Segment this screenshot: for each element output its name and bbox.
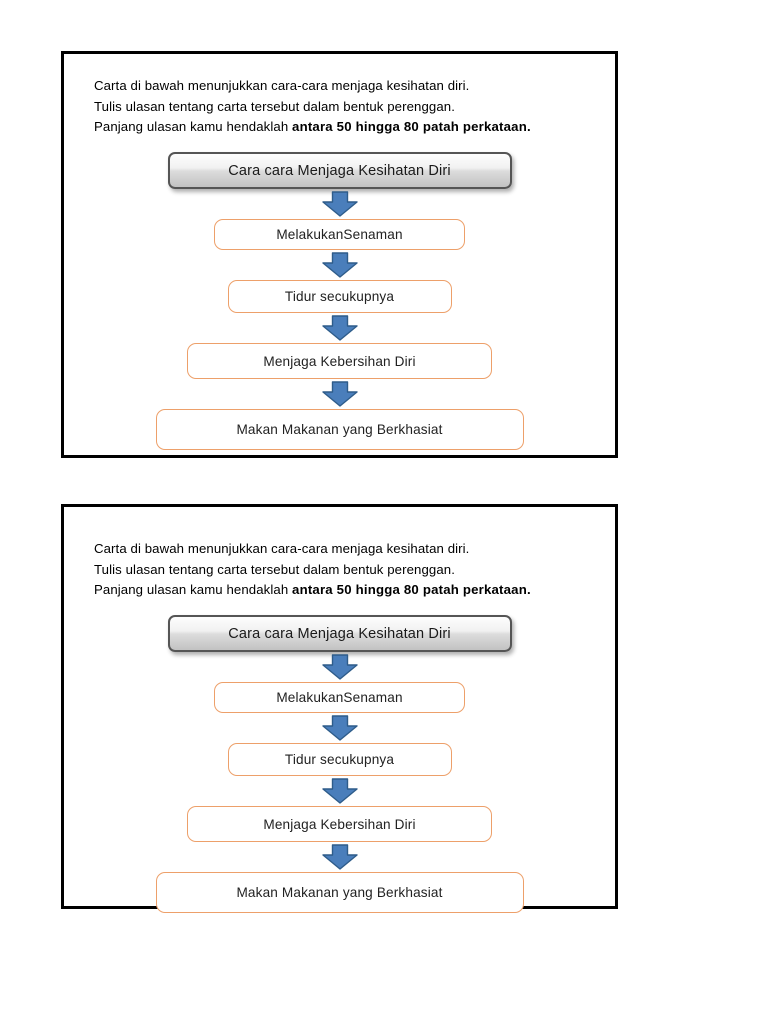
instruction-line-3-emphasis: antara 50 hingga 80 patah perkataan. — [292, 119, 531, 134]
flowchart-step-node: Makan Makanan yang Berkhasiat — [155, 872, 524, 913]
arrow-down-icon — [321, 778, 359, 804]
worksheet-panel: Carta di bawah menunjukkan cara-cara men… — [61, 51, 618, 458]
arrow-down-icon — [321, 844, 359, 870]
worksheet-panel: Carta di bawah menunjukkan cara-cara men… — [61, 504, 618, 913]
instruction-line-2: Tulis ulasan tentang carta tersebut dala… — [94, 561, 455, 577]
instruction-line-3: Panjang ulasan kamu hendaklah antara 50 … — [94, 117, 531, 138]
arrow-down-icon — [321, 252, 359, 278]
flowchart: Cara cara Menjaga Kesihatan Diri Melakuk… — [64, 152, 615, 450]
instruction-line-3-prefix: Panjang ulasan kamu hendaklah — [94, 119, 293, 134]
instruction-line-3: Panjang ulasan kamu hendaklah antara 50 … — [94, 580, 531, 601]
instruction-line-1: Carta di bawah menunjukkan cara-cara men… — [94, 541, 470, 556]
arrow-down-icon — [321, 381, 359, 407]
arrow-down-icon — [321, 191, 359, 217]
instruction-line-3-prefix: Panjang ulasan kamu hendaklah — [94, 582, 293, 597]
arrow-down-icon — [321, 315, 359, 341]
flowchart-step-node: Menjaga Kebersihan Diri — [187, 806, 492, 842]
flowchart-step-node: MelakukanSenaman — [214, 682, 465, 713]
instruction-line-2: Tulis ulasan tentang carta tersebut dala… — [94, 98, 455, 114]
instruction-line-3-emphasis: antara 50 hingga 80 patah perkataan. — [292, 582, 531, 597]
arrow-down-icon — [321, 715, 359, 741]
arrow-down-icon — [321, 654, 359, 680]
instruction-line-1: Carta di bawah menunjukkan cara-cara men… — [94, 78, 470, 93]
flowchart-step-node: Makan Makanan yang Berkhasiat — [155, 409, 524, 450]
flowchart-step-node: Menjaga Kebersihan Diri — [187, 343, 492, 379]
instruction-block: Carta di bawah menunjukkan cara-cara men… — [94, 539, 531, 601]
flowchart-title-node: Cara cara Menjaga Kesihatan Diri — [167, 152, 512, 189]
flowchart-step-node: MelakukanSenaman — [214, 219, 465, 250]
flowchart-step-node: Tidur secukupnya — [227, 280, 452, 313]
flowchart: Cara cara Menjaga Kesihatan Diri Melakuk… — [64, 615, 615, 913]
flowchart-title-node: Cara cara Menjaga Kesihatan Diri — [167, 615, 512, 652]
instruction-block: Carta di bawah menunjukkan cara-cara men… — [94, 76, 531, 138]
flowchart-step-node: Tidur secukupnya — [227, 743, 452, 776]
